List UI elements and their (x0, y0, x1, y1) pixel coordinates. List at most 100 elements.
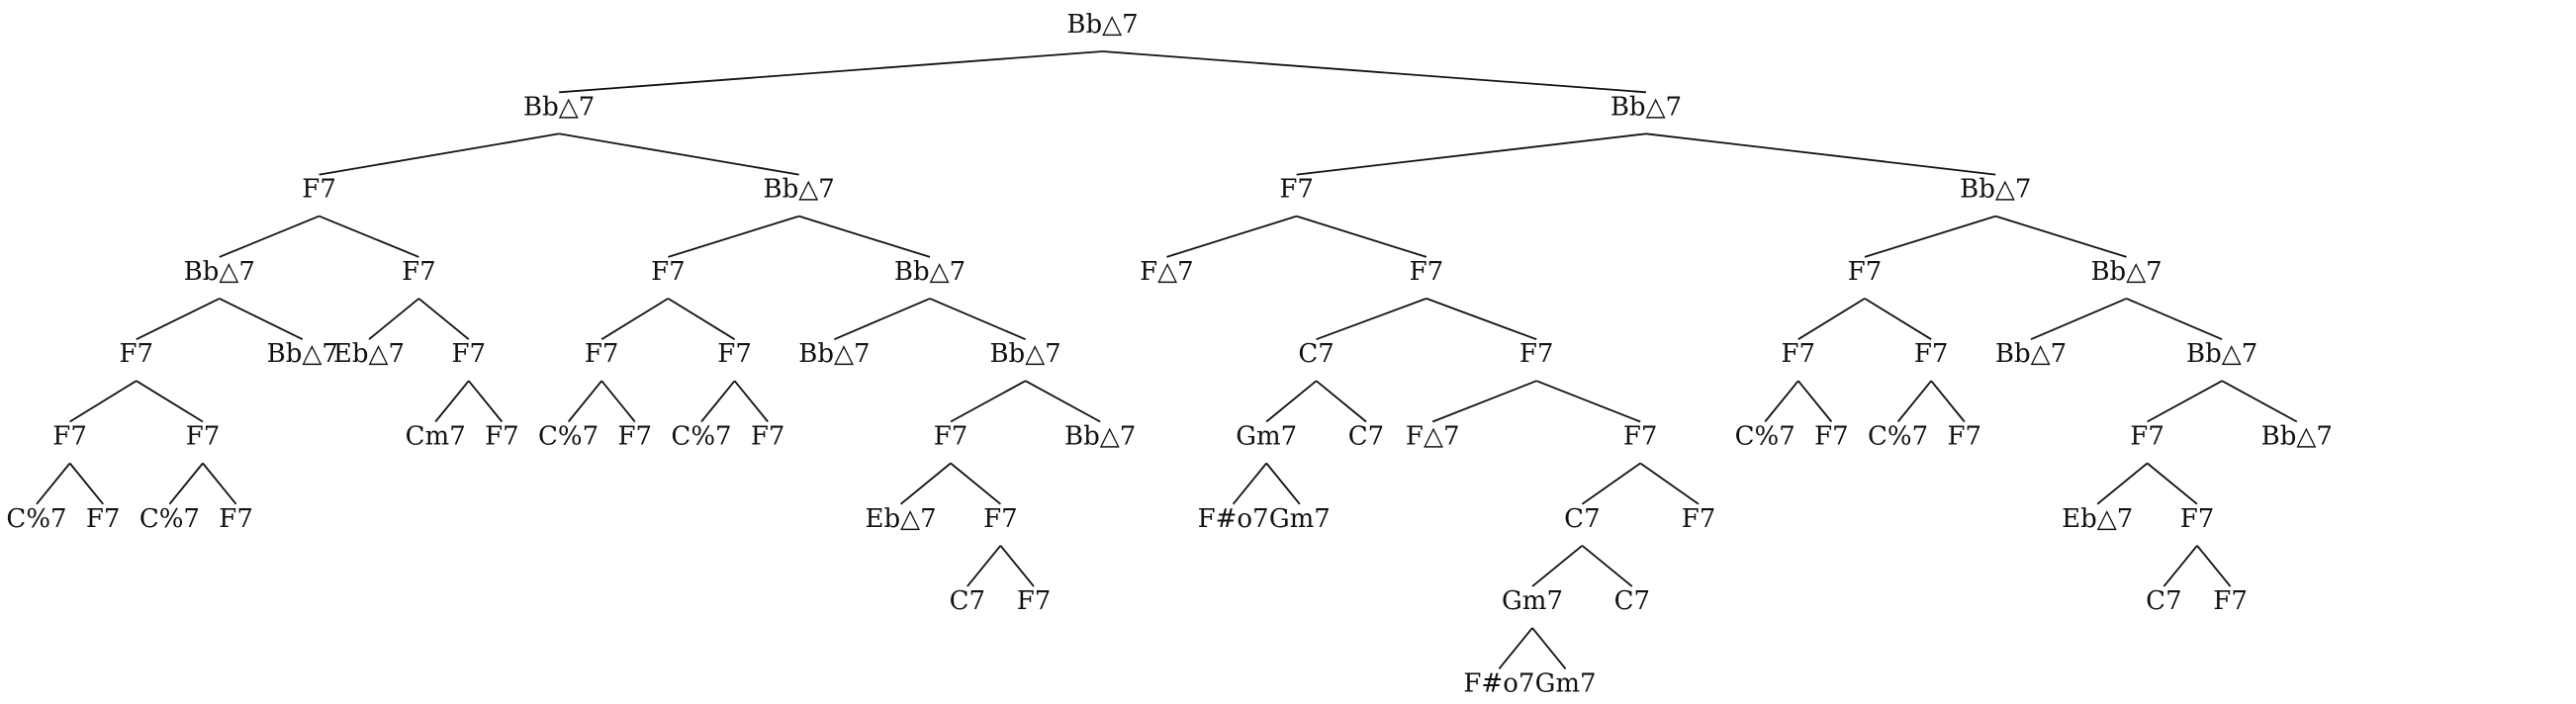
tree-node-label: F7 (1519, 339, 1554, 369)
tree-edge (136, 298, 221, 341)
tree-edge (2147, 462, 2198, 505)
tree-node-label: Gm7 (1502, 586, 1563, 616)
tree-node: Bb△7 (184, 257, 255, 287)
tree-edge (1296, 132, 1647, 176)
tree-edge (1316, 380, 1367, 423)
tree-edge (929, 298, 1026, 341)
tree-node: F7 (1848, 257, 1883, 287)
tree-node: Bb△7 (1064, 422, 1136, 452)
tree-node-label: F7 (219, 504, 253, 534)
tree-node: F7 (1519, 339, 1554, 369)
tree-edge (1498, 627, 1533, 669)
tree-node: F7 (2130, 422, 2164, 452)
tree-node: F7 (1410, 257, 1444, 287)
tree-edge (368, 298, 419, 340)
tree-node: F7 (717, 339, 752, 369)
tree-edge (319, 132, 560, 176)
tree-node: F7 (1279, 175, 1314, 205)
tree-edge (559, 50, 1103, 94)
tree-node-label: F7 (1782, 339, 1816, 369)
tree-node-label: Bb△7 (1960, 175, 2031, 205)
tree-node: C7 (2146, 586, 2181, 616)
tree-node-label: Eb△7 (333, 339, 405, 369)
tree-edge (2221, 380, 2298, 423)
tree-edge (966, 545, 1002, 587)
tree-node: F7 (120, 339, 154, 369)
tree-edge (2030, 298, 2127, 341)
tree-node: F7 (302, 175, 336, 205)
tree-edge (700, 380, 736, 423)
tree-node-label: F7 (1410, 257, 1444, 287)
tree-node-label: Bb△7 (184, 257, 255, 287)
tree-node: Bb△7 (1960, 175, 2031, 205)
tree-node: Eb△7 (2062, 504, 2133, 534)
tree-node: Bb△7 (2090, 257, 2162, 287)
tree-node-label: Gm7 (1535, 668, 1597, 698)
tree-edge (600, 380, 636, 423)
tree-node-label: F7 (751, 422, 785, 452)
tree-node: F7 (1623, 422, 1658, 452)
tree-edge (1265, 462, 1301, 505)
tree-node-label: C7 (2146, 586, 2181, 616)
tree-node: Bb△7 (267, 339, 338, 369)
tree-edge (668, 215, 799, 258)
tree-edge (1531, 545, 1583, 587)
tree-node-label: Eb△7 (2062, 504, 2133, 534)
tree-node: C%7 (1868, 422, 1928, 452)
tree-edge (468, 380, 504, 423)
tree-node-label: Bb△7 (1066, 10, 1138, 40)
tree-node: F7 (983, 504, 1018, 534)
tree-edge (1581, 545, 1633, 587)
tree-node: C7 (1298, 339, 1334, 369)
tree-node: F#o7 (1463, 668, 1534, 698)
tree-edge (1431, 380, 1537, 423)
tree-edge (834, 298, 931, 341)
tree-node: F7 (219, 504, 253, 534)
tree-node: F△7 (1406, 422, 1460, 452)
tree-edge (2162, 545, 2198, 587)
tree-node-label: F7 (1848, 257, 1883, 287)
tree-node-label: Bb△7 (267, 339, 338, 369)
tree-edge (1531, 627, 1567, 669)
tree-edge (202, 462, 237, 505)
tree-node-label: F7 (302, 175, 336, 205)
tree-edge (68, 462, 104, 505)
tree-node: Gm7 (1269, 504, 1331, 534)
tree-node-label: Bb△7 (894, 257, 966, 287)
tree-node: F7 (1017, 586, 1052, 616)
tree-edge (1764, 380, 1799, 423)
tree-node-label: F7 (934, 422, 968, 452)
tree-node: F7 (2213, 586, 2248, 616)
tree-edge (136, 380, 204, 423)
tree-node-label: C7 (1564, 504, 1600, 534)
tree-node-label: F7 (585, 339, 619, 369)
tree-node-label: Cm7 (406, 422, 466, 452)
tree-node-label: F7 (1814, 422, 1849, 452)
tree-node: F7 (1914, 339, 1949, 369)
tree-node: F7 (402, 257, 436, 287)
tree-node: F7 (585, 339, 619, 369)
tree-edge (2196, 545, 2232, 587)
tree-node-label: Eb△7 (866, 504, 937, 534)
tree-node: F7 (751, 422, 785, 452)
tree-node-label: F7 (618, 422, 653, 452)
tree-edge (1797, 298, 1866, 340)
tree-edge (733, 380, 769, 423)
tree-node-label: F7 (2130, 422, 2164, 452)
tree-node: Bb△7 (764, 175, 835, 205)
tree-edge (1535, 380, 1641, 423)
tree-node: C7 (1348, 422, 1384, 452)
tree-edge (1232, 462, 1267, 505)
tree-node: Bb△7 (1995, 339, 2067, 369)
tree-node: Cm7 (406, 422, 466, 452)
tree-edge (1426, 298, 1537, 341)
tree-edge (1102, 50, 1647, 94)
tree-node: C7 (1564, 504, 1600, 534)
tree-node: C%7 (538, 422, 598, 452)
tree-edge (900, 462, 952, 505)
tree-node: F△7 (1140, 257, 1194, 287)
tree-node: Bb△7 (2261, 422, 2333, 452)
tree-node: C%7 (671, 422, 731, 452)
tree-node: F7 (86, 504, 121, 534)
tree-node-label: F7 (402, 257, 436, 287)
